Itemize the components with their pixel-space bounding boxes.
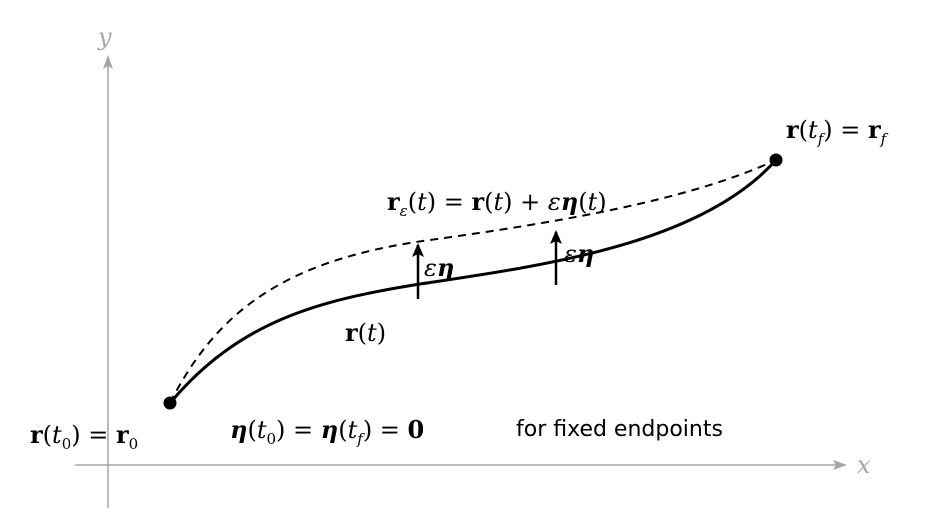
varied-path-label: rε(t) = r(t) + εη(t) [387,187,607,220]
actual-path-solid [168,158,778,404]
boundary-condition-equation: η(t0) = η(tf) = 0 [230,415,424,448]
end-point-label: r(tf) = rf [786,115,889,148]
end-point [769,153,783,167]
variation-arrow-1-label: εη [424,253,454,282]
start-point [163,396,177,410]
start-point-label: r(t0) = r0 [30,420,138,453]
variation-arrow-2-label: εη [564,239,594,268]
y-axis-label: y [97,23,112,51]
x-axis-label: x [857,451,871,479]
actual-path-label: r(t) [345,318,386,347]
varied-path-dashed [169,159,777,404]
boundary-condition-text: for fixed endpoints [516,417,723,442]
